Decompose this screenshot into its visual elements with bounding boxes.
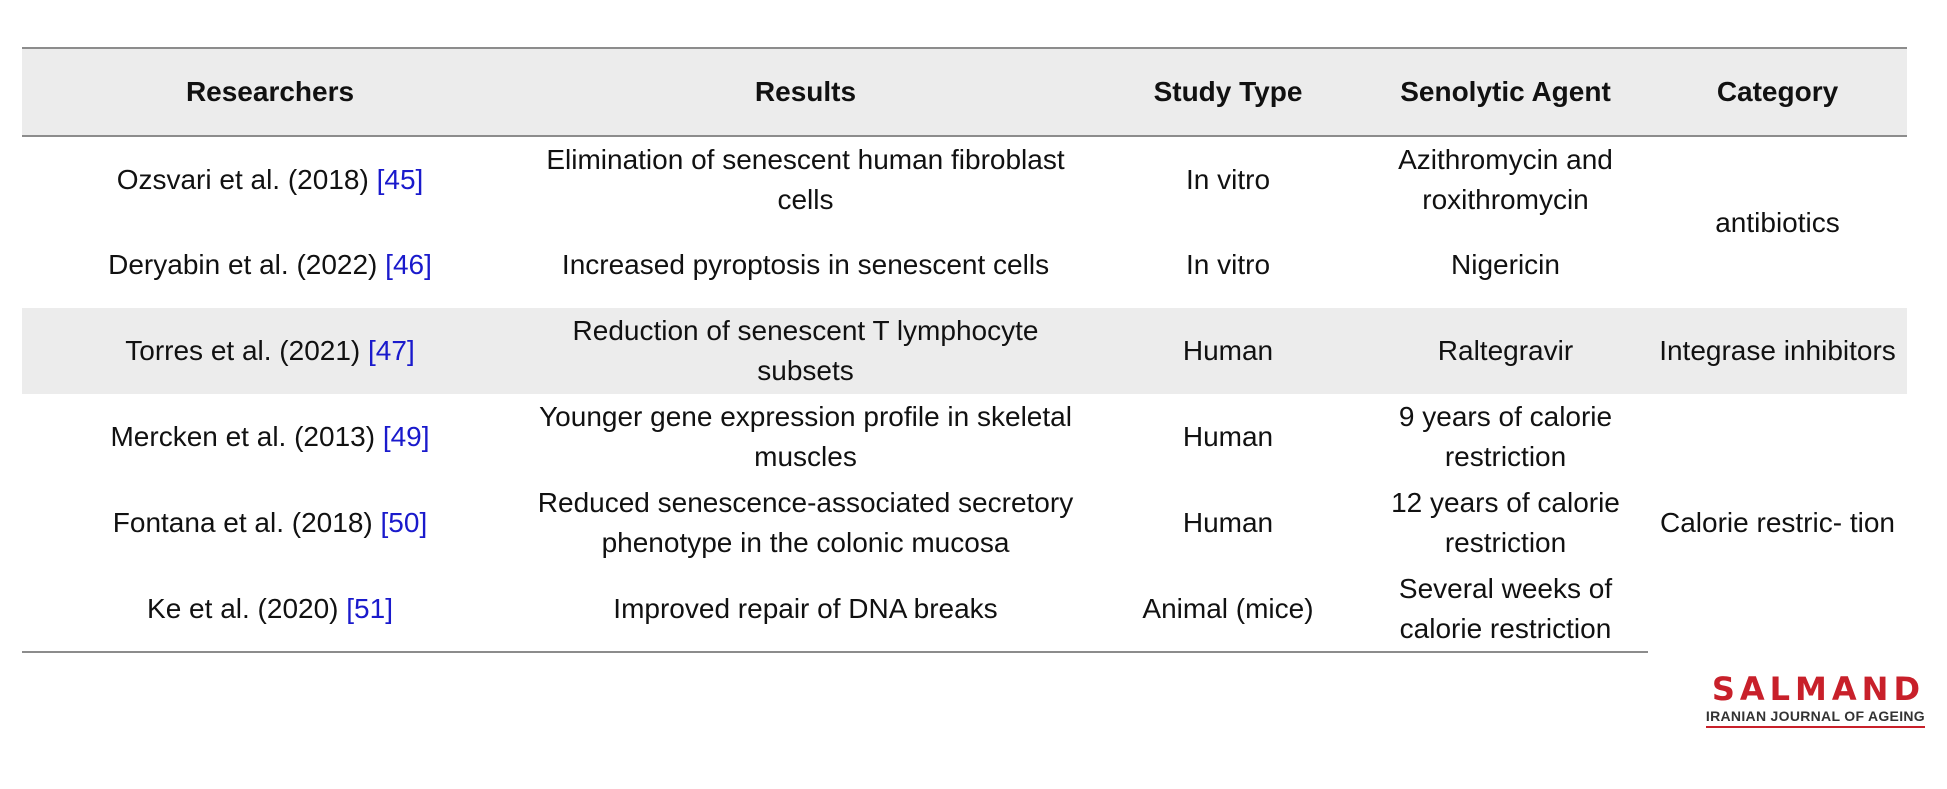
reference-link[interactable]: [45] bbox=[376, 163, 424, 195]
header-category: Category bbox=[1716, 76, 1839, 107]
researchers-text: Torres et al. (2021) bbox=[125, 335, 361, 366]
reference-link[interactable]: [46] bbox=[385, 249, 432, 280]
researchers-text: Mercken et al. (2013) bbox=[110, 421, 376, 452]
table-row: Ozsvari et al. (2018) [45] Elimination o… bbox=[22, 136, 1907, 308]
researchers-text: Ozsvari et al. (2018) bbox=[116, 163, 369, 195]
cell-results: Reduction of senescent T lymphocyte subs… bbox=[518, 308, 1093, 394]
data-table-container: Researchers Results Study Type Senolytic… bbox=[22, 47, 1907, 653]
cell-study-type: Human bbox=[1182, 421, 1274, 452]
header-researchers: Researchers bbox=[185, 76, 355, 107]
table-row: Mercken et al. (2013) [49] Younger gene … bbox=[22, 394, 1907, 652]
table-row: Torres et al. (2021) [47] Reduction of s… bbox=[22, 308, 1907, 394]
table-row: Fontana et al. (2018) [50] Reduced senes… bbox=[22, 480, 1907, 566]
cell-study-type: Human bbox=[1093, 308, 1363, 394]
reference-link[interactable]: [47] bbox=[368, 335, 415, 366]
logo-title: SALMAND bbox=[1711, 670, 1925, 708]
cell-results: Reduced senescence-associated secretory … bbox=[537, 487, 1074, 558]
cell-results: Elimination of senescent human fibroblas… bbox=[546, 143, 1065, 215]
cell-study-type: In vitro bbox=[1185, 163, 1271, 195]
cell-researchers: Mercken et al. (2013) [49] bbox=[22, 394, 518, 480]
senolytic-agents-table: Researchers Results Study Type Senolytic… bbox=[22, 47, 1907, 653]
researchers-text: Fontana et al. (2018) bbox=[112, 507, 373, 538]
cell-study-type: Animal (mice) bbox=[1093, 566, 1363, 653]
cell-senolytic-agent: 9 years of calorie restriction bbox=[1398, 401, 1613, 472]
header-senolytic-agent: Senolytic Agent bbox=[1400, 76, 1611, 107]
cell-researchers: Fontana et al. (2018) [50] bbox=[22, 480, 518, 566]
cell-category: Calorie restric- tion bbox=[1648, 394, 1907, 652]
table-row: Deryabin et al. (2022) [46] Increased py… bbox=[22, 222, 1907, 308]
cell-senolytic-agent: Nigericin bbox=[1451, 249, 1560, 280]
cell-category: antibiotics bbox=[1648, 136, 1907, 308]
table-header-row: Researchers Results Study Type Senolytic… bbox=[22, 48, 1907, 136]
cell-senolytic-agent: Raltegravir bbox=[1363, 308, 1648, 394]
cell-results: Increased pyroptosis in senescent cells bbox=[561, 249, 1050, 280]
cell-researchers: Ozsvari et al. (2018) [45] bbox=[22, 136, 518, 222]
cell-senolytic-agent: Several weeks of calorie restriction bbox=[1363, 566, 1648, 653]
cell-researchers: Ke et al. (2020) [51] bbox=[22, 566, 518, 653]
table-row: Ke et al. (2020) [51] Improved repair of… bbox=[22, 566, 1907, 653]
reference-link[interactable]: [50] bbox=[380, 507, 428, 538]
researchers-text: Deryabin et al. (2022) bbox=[108, 249, 378, 280]
cell-results: Younger gene expression profile in skele… bbox=[539, 401, 1072, 472]
header-results: Results bbox=[754, 76, 857, 107]
researchers-text: Ke et al. (2020) bbox=[147, 592, 339, 624]
cell-senolytic-agent: 12 years of calorie restriction bbox=[1391, 487, 1620, 558]
cell-senolytic-agent: Azithromycin and roxithromycin bbox=[1398, 143, 1613, 215]
cell-researchers: Deryabin et al. (2022) [46] bbox=[22, 222, 518, 308]
header-study-type: Study Type bbox=[1153, 76, 1303, 107]
reference-link[interactable]: [51] bbox=[346, 592, 393, 624]
cell-study-type: Human bbox=[1182, 507, 1274, 538]
cell-results: Improved repair of DNA breaks bbox=[518, 566, 1093, 653]
cell-study-type: In vitro bbox=[1185, 249, 1271, 280]
cell-category: Integrase inhibitors bbox=[1648, 308, 1907, 394]
reference-link[interactable]: [49] bbox=[382, 421, 430, 452]
logo-subtitle: IRANIAN JOURNAL OF AGEING bbox=[1705, 708, 1925, 728]
journal-logo: SALMAND IRANIAN JOURNAL OF AGEING bbox=[1705, 670, 1925, 728]
cell-researchers: Torres et al. (2021) [47] bbox=[22, 308, 518, 394]
